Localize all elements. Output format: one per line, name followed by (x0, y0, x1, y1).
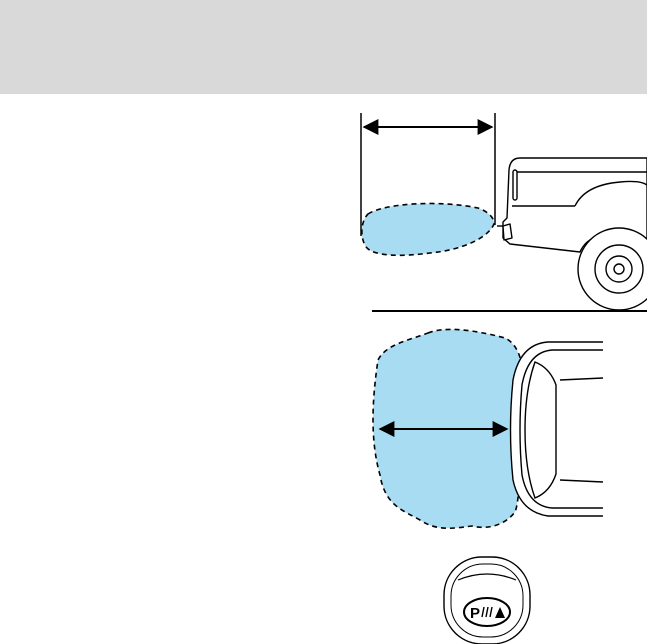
vehicle-top-view (511, 342, 604, 516)
detection-zone-side (362, 203, 494, 255)
side-view-diagram (361, 113, 647, 311)
park-aid-button-label: P (470, 605, 480, 622)
park-aid-button: P (444, 557, 530, 644)
top-view-diagram (373, 329, 603, 528)
pickup-truck-rear (497, 158, 647, 310)
